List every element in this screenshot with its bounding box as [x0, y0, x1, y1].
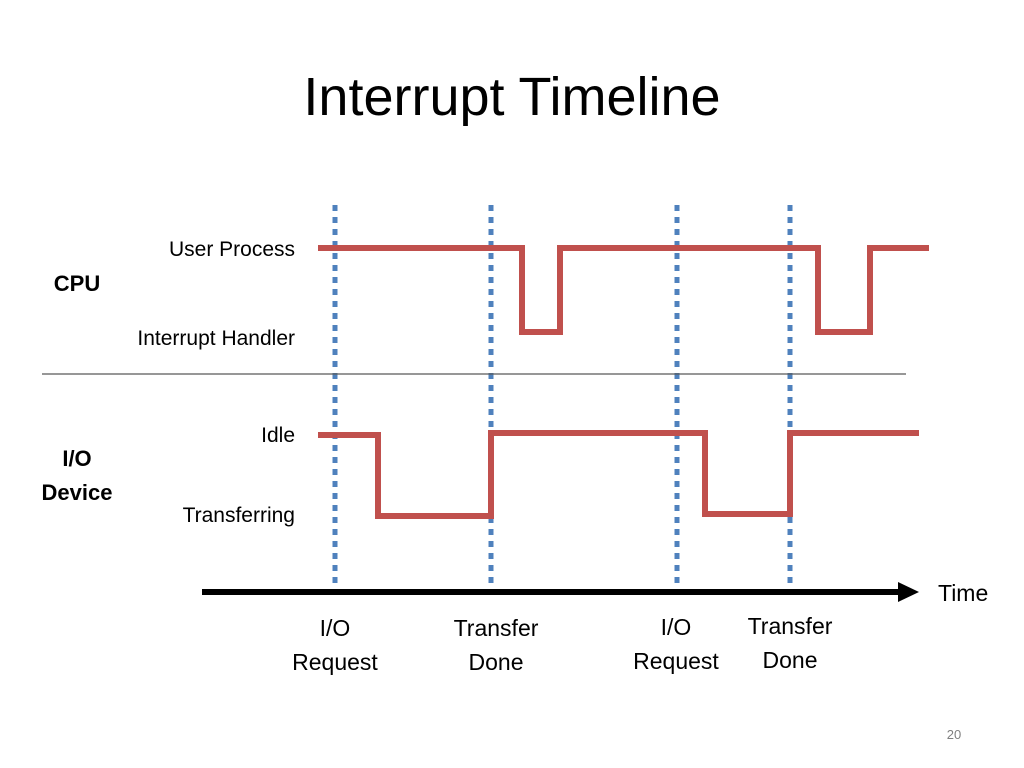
- state-label-transferring: Transferring: [183, 504, 295, 527]
- event-label-3-line1: I/O: [661, 614, 692, 640]
- state-label-user-process: User Process: [169, 238, 295, 261]
- time-axis-arrowhead: [898, 582, 919, 602]
- event-label-1-line1: I/O: [320, 615, 351, 641]
- state-label-idle: Idle: [261, 424, 295, 447]
- event-label-3-line2: Request: [633, 648, 719, 674]
- page-number: 20: [947, 727, 961, 742]
- state-label-interrupt-handler: Interrupt Handler: [137, 327, 295, 350]
- event-label-2-line1: Transfer: [454, 615, 539, 641]
- io-group-label-line1: I/O: [62, 446, 91, 471]
- io-group-label-line2: Device: [42, 480, 113, 505]
- time-axis-label: Time: [938, 580, 988, 606]
- slide-title: Interrupt Timeline: [303, 67, 721, 127]
- event-label-4-line2: Done: [763, 647, 818, 673]
- cpu-signal-trace: [318, 245, 929, 335]
- io-signal-trace: [318, 430, 919, 519]
- event-label-2-line2: Done: [469, 649, 524, 675]
- cpu-group-label: CPU: [54, 271, 100, 296]
- event-label-4-line1: Transfer: [748, 613, 833, 639]
- event-label-1-line2: Request: [292, 649, 378, 675]
